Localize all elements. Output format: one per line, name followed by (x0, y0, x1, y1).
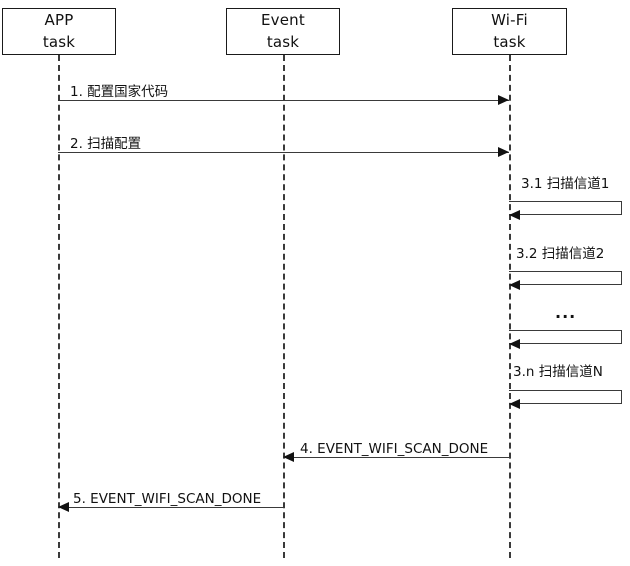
self-loop-arrowhead-4 (509, 399, 520, 409)
lifeline-event (283, 55, 285, 558)
participant-event-line2: task (266, 32, 300, 51)
self-loop-arrowhead-2 (509, 280, 520, 290)
participant-box-app[interactable]: APP task (2, 8, 116, 55)
self-loop-label-ellipsis: ... (555, 303, 577, 322)
self-loop-label-1: 3.1 扫描信道1 (521, 176, 610, 192)
lifeline-app (58, 55, 60, 558)
message-label-5: 5. EVENT_WIFI_SCAN_DONE (73, 491, 262, 507)
self-loop-arrowhead-3 (509, 339, 520, 349)
participant-event-line1: Event (261, 11, 305, 30)
participant-app-line2: task (42, 32, 76, 51)
self-loop-box-1 (509, 201, 622, 215)
message-line-5 (58, 507, 283, 508)
self-loop-arrowhead-1 (509, 210, 520, 220)
lifeline-wifi (509, 55, 511, 558)
self-loop-box-4 (509, 390, 622, 404)
message-arrowhead-5 (58, 502, 69, 512)
message-arrowhead-2 (498, 147, 509, 157)
message-label-1: 1. 配置国家代码 (70, 84, 169, 100)
participant-box-event[interactable]: Event task (226, 8, 340, 55)
message-arrowhead-1 (498, 95, 509, 105)
self-loop-label-2: 3.2 扫描信道2 (516, 246, 605, 262)
message-arrowhead-4 (283, 452, 294, 462)
participant-wifi-line1: Wi-Fi (491, 11, 528, 30)
participant-box-wifi[interactable]: Wi-Fi task (452, 8, 567, 55)
participant-app-line1: APP (44, 11, 74, 30)
message-label-2: 2. 扫描配置 (70, 136, 142, 152)
message-line-1 (58, 100, 509, 101)
message-line-4 (283, 457, 509, 458)
self-loop-box-2 (509, 271, 622, 285)
self-loop-label-4: 3.n 扫描信道N (513, 364, 603, 380)
message-line-2 (58, 152, 509, 153)
message-label-4: 4. EVENT_WIFI_SCAN_DONE (300, 441, 489, 457)
participant-wifi-line2: task (493, 32, 526, 51)
self-loop-box-3 (509, 330, 622, 344)
